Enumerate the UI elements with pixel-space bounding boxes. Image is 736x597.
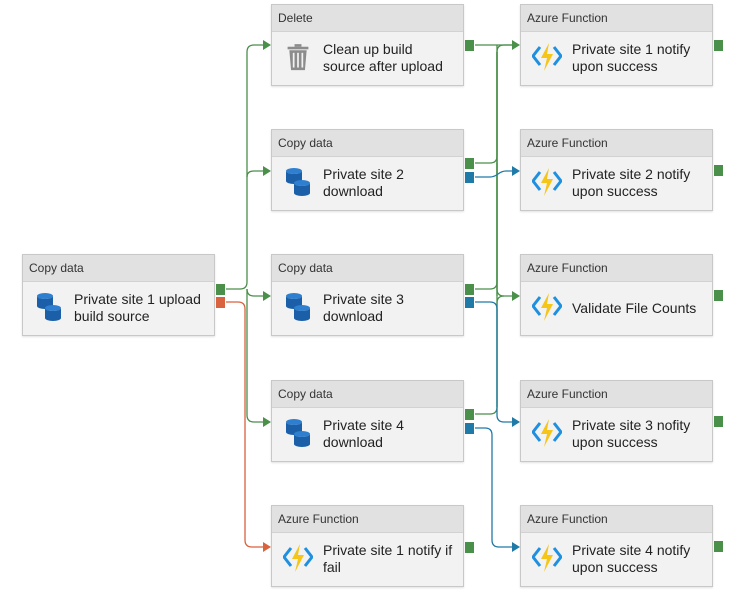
arrowhead-download2 bbox=[263, 166, 271, 176]
activity-label: Private site 1 notify if fail bbox=[323, 542, 453, 575]
connector-download2-to-notify2[interactable] bbox=[475, 170, 512, 178]
connector-upload-to-download2[interactable] bbox=[246, 170, 263, 178]
activity-label: Validate File Counts bbox=[572, 299, 697, 316]
azure-function-icon bbox=[532, 293, 562, 321]
failure-output-port[interactable] bbox=[216, 297, 225, 308]
success-output-port[interactable] bbox=[714, 541, 723, 552]
copy-data-icon bbox=[286, 168, 310, 196]
trash-icon bbox=[287, 44, 309, 71]
arrowhead-download3 bbox=[263, 291, 271, 301]
success-output-port[interactable] bbox=[714, 165, 723, 176]
copy-data-icon bbox=[37, 293, 61, 321]
arrowhead-notify2 bbox=[512, 166, 520, 176]
connector-upload-to-download4[interactable] bbox=[246, 289, 263, 423]
arrowhead-notify3 bbox=[512, 417, 520, 427]
activity-site4-download[interactable]: Copy data Private site 4 download bbox=[271, 380, 464, 462]
activity-site3-download[interactable]: Copy data Private site 3 download bbox=[271, 254, 464, 336]
success-output-port[interactable] bbox=[465, 409, 474, 420]
activity-label: Private site 1 notify upon success bbox=[572, 41, 691, 74]
activity-type: Copy data bbox=[272, 255, 463, 282]
success-output-port[interactable] bbox=[465, 542, 474, 553]
azure-function-icon bbox=[532, 544, 562, 572]
activity-label: Private site 3 download bbox=[323, 291, 404, 324]
activity-site1-notify-success[interactable]: Azure Function Private site 1 notify upo… bbox=[520, 4, 713, 86]
completion-output-port[interactable] bbox=[465, 172, 474, 183]
azure-function-icon bbox=[283, 544, 313, 572]
activity-type: Azure Function bbox=[272, 506, 463, 533]
activity-label: Private site 4 notify upon success bbox=[572, 542, 691, 575]
arrowhead-validate bbox=[512, 291, 520, 301]
activity-label: Private site 2 download bbox=[323, 166, 404, 199]
activity-clean-up-build-source[interactable]: Delete Clean up build source after uploa… bbox=[271, 4, 464, 86]
copy-data-icon bbox=[286, 419, 310, 447]
activity-label: Private site 4 download bbox=[323, 417, 404, 450]
activity-label: Clean up build source after upload bbox=[323, 41, 443, 74]
activity-type: Azure Function bbox=[521, 381, 712, 408]
success-output-port[interactable] bbox=[216, 284, 225, 295]
azure-function-icon bbox=[532, 419, 562, 447]
activity-type: Copy data bbox=[272, 130, 463, 157]
activity-site3-notify-success[interactable]: Azure Function Private site 3 nofity upo… bbox=[520, 380, 713, 462]
activity-label: Private site 2 notify upon success bbox=[572, 166, 691, 199]
arrowhead-notify1 bbox=[512, 40, 520, 50]
activity-type: Azure Function bbox=[521, 5, 712, 32]
success-output-port[interactable] bbox=[465, 158, 474, 169]
activity-type: Azure Function bbox=[521, 506, 712, 533]
success-output-port[interactable] bbox=[714, 290, 723, 301]
success-output-port[interactable] bbox=[465, 40, 474, 51]
connector-download2-to-notify1[interactable] bbox=[475, 44, 512, 164]
activity-type: Delete bbox=[272, 5, 463, 32]
completion-output-port[interactable] bbox=[465, 423, 474, 434]
activity-site4-notify-success[interactable]: Azure Function Private site 4 notify upo… bbox=[520, 505, 713, 587]
success-output-port[interactable] bbox=[714, 416, 723, 427]
activity-site2-notify-success[interactable]: Azure Function Private site 2 notify upo… bbox=[520, 129, 713, 211]
arrowhead-cleanup bbox=[263, 40, 271, 50]
copy-data-icon bbox=[286, 293, 310, 321]
success-output-port[interactable] bbox=[465, 284, 474, 295]
connector-download4-to-notify4[interactable] bbox=[475, 427, 512, 548]
activity-type: Azure Function bbox=[521, 255, 712, 282]
activity-label: Private site 3 nofity upon success bbox=[572, 417, 691, 450]
success-output-port[interactable] bbox=[714, 40, 723, 51]
connector-download4-to-notify1[interactable] bbox=[475, 52, 498, 415]
activity-upload-build-source[interactable]: Copy data Private site 1 upload build so… bbox=[22, 254, 215, 336]
arrowhead-notify-fail bbox=[263, 542, 271, 552]
activity-validate-file-counts[interactable]: Azure Function Validate File Counts bbox=[520, 254, 713, 336]
completion-output-port[interactable] bbox=[465, 297, 474, 308]
activity-type: Azure Function bbox=[521, 130, 712, 157]
activity-label: Private site 1 upload build source bbox=[74, 291, 201, 324]
azure-function-icon bbox=[532, 43, 562, 71]
arrowhead-notify4 bbox=[512, 542, 520, 552]
activity-type: Copy data bbox=[272, 381, 463, 408]
activity-site1-notify-if-fail[interactable]: Azure Function Private site 1 notify if … bbox=[271, 505, 464, 587]
connector-download3-to-notify1[interactable] bbox=[475, 52, 498, 290]
connector-download3-to-notify3[interactable] bbox=[475, 301, 512, 423]
arrowhead-download4 bbox=[263, 417, 271, 427]
connector-download4-to-validate[interactable] bbox=[496, 295, 505, 407]
connector-upload-to-download3[interactable] bbox=[246, 288, 263, 297]
azure-function-icon bbox=[532, 168, 562, 196]
activity-type: Copy data bbox=[23, 255, 214, 282]
connector-upload-to-cleanup[interactable] bbox=[226, 44, 263, 290]
connector-upload-to-notify-fail[interactable] bbox=[226, 301, 263, 548]
activity-site2-download[interactable]: Copy data Private site 2 download bbox=[271, 129, 464, 211]
